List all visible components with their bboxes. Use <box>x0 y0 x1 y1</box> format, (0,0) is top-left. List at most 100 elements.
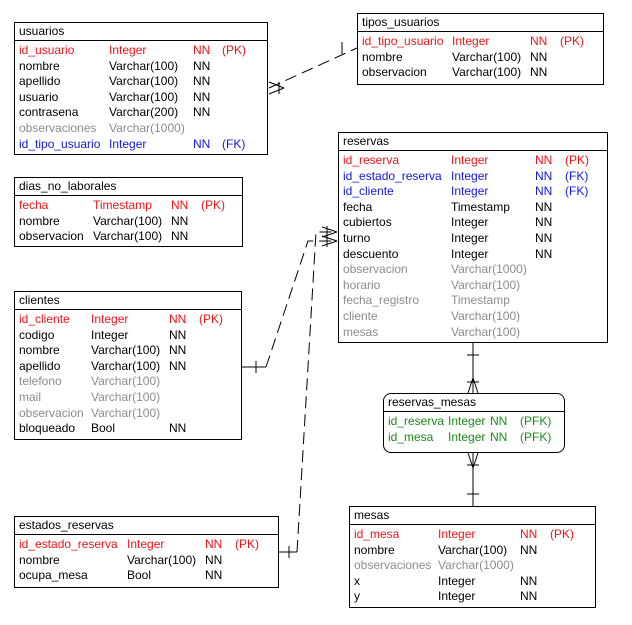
column-name: id_tipo_usuario <box>362 34 444 48</box>
column-not-null: NN <box>169 343 187 358</box>
column-type: Varchar(100) <box>91 389 161 404</box>
column-type: Varchar(100) <box>127 552 197 567</box>
column-not-null: NN <box>169 327 187 342</box>
column-type: Varchar(100) <box>91 405 161 420</box>
column-type: Varchar(100) <box>452 65 522 80</box>
column-name: mesas <box>343 324 379 339</box>
entity-title: tipos_usuarios <box>358 14 603 32</box>
column-key: (PK) <box>199 312 223 326</box>
entity-title: reservas_mesas <box>384 394 564 412</box>
column-not-null: NN <box>193 43 211 57</box>
column-not-null: NN <box>169 312 187 326</box>
column-type: Varchar(100) <box>91 343 161 358</box>
column-name: id_mesa <box>388 429 434 444</box>
column-type: Bool <box>127 568 152 583</box>
column-key: (FK) <box>565 184 589 199</box>
column-type: Integer <box>91 312 129 326</box>
relation-estados-reservas-reservas <box>279 226 338 558</box>
column-not-null: NN <box>530 49 548 64</box>
column-row: mail Varchar(100) <box>15 390 241 406</box>
column-name: nombre <box>19 213 60 228</box>
column-name: apellido <box>19 358 61 373</box>
column-type: Timestamp <box>451 293 510 308</box>
column-name: descuento <box>343 246 399 261</box>
column-key: (FK) <box>565 168 589 183</box>
column-type: Integer <box>451 153 489 167</box>
column-name: fecha <box>19 198 49 212</box>
column-name: ocupa_mesa <box>19 568 88 583</box>
column-key: (PK) <box>235 537 259 551</box>
column-type: Integer <box>438 589 476 604</box>
column-name: id_cliente <box>19 312 70 326</box>
column-type: Varchar(100) <box>109 74 179 89</box>
entity-title: dias_no_laborales <box>15 178 242 196</box>
column-name: observaciones <box>354 558 432 573</box>
relation-usuarios-tipos-usuarios <box>268 42 358 95</box>
column-not-null: NN <box>535 199 553 214</box>
column-name: observaciones <box>19 120 97 135</box>
entity-title: usuarios <box>15 23 267 41</box>
column-key: (FK) <box>222 136 246 151</box>
column-not-null: NN <box>535 168 553 183</box>
column-key: (PFK) <box>520 429 552 444</box>
column-name: horario <box>343 277 381 292</box>
column-name: codigo <box>19 327 55 342</box>
column-type: Varchar(100) <box>109 58 179 73</box>
column-type: Varchar(100) <box>438 542 508 557</box>
column-not-null: NN <box>520 589 538 604</box>
column-not-null: NN <box>535 215 553 230</box>
column-name: mail <box>19 389 42 404</box>
column-name: telefono <box>19 374 62 389</box>
column-row: id_cliente Integer NN (PK) <box>15 312 241 328</box>
column-name: nombre <box>19 552 60 567</box>
column-row: mesas Varchar(100) <box>339 325 607 341</box>
column-type: Integer <box>438 573 476 588</box>
column-key: (PK) <box>550 527 574 541</box>
column-type: Varchar(100) <box>93 213 163 228</box>
column-type: Integer <box>451 168 489 183</box>
column-key: (PK) <box>560 34 584 48</box>
column-type: Varchar(1000) <box>451 262 527 277</box>
column-name: id_reserva <box>343 153 400 167</box>
column-type: Varchar(100) <box>109 89 179 104</box>
column-name: usuario <box>19 89 59 104</box>
column-type: Varchar(100) <box>451 324 521 339</box>
column-type: Integer <box>451 215 489 230</box>
column-name: fecha <box>343 199 373 214</box>
column-type: Integer <box>109 136 147 151</box>
